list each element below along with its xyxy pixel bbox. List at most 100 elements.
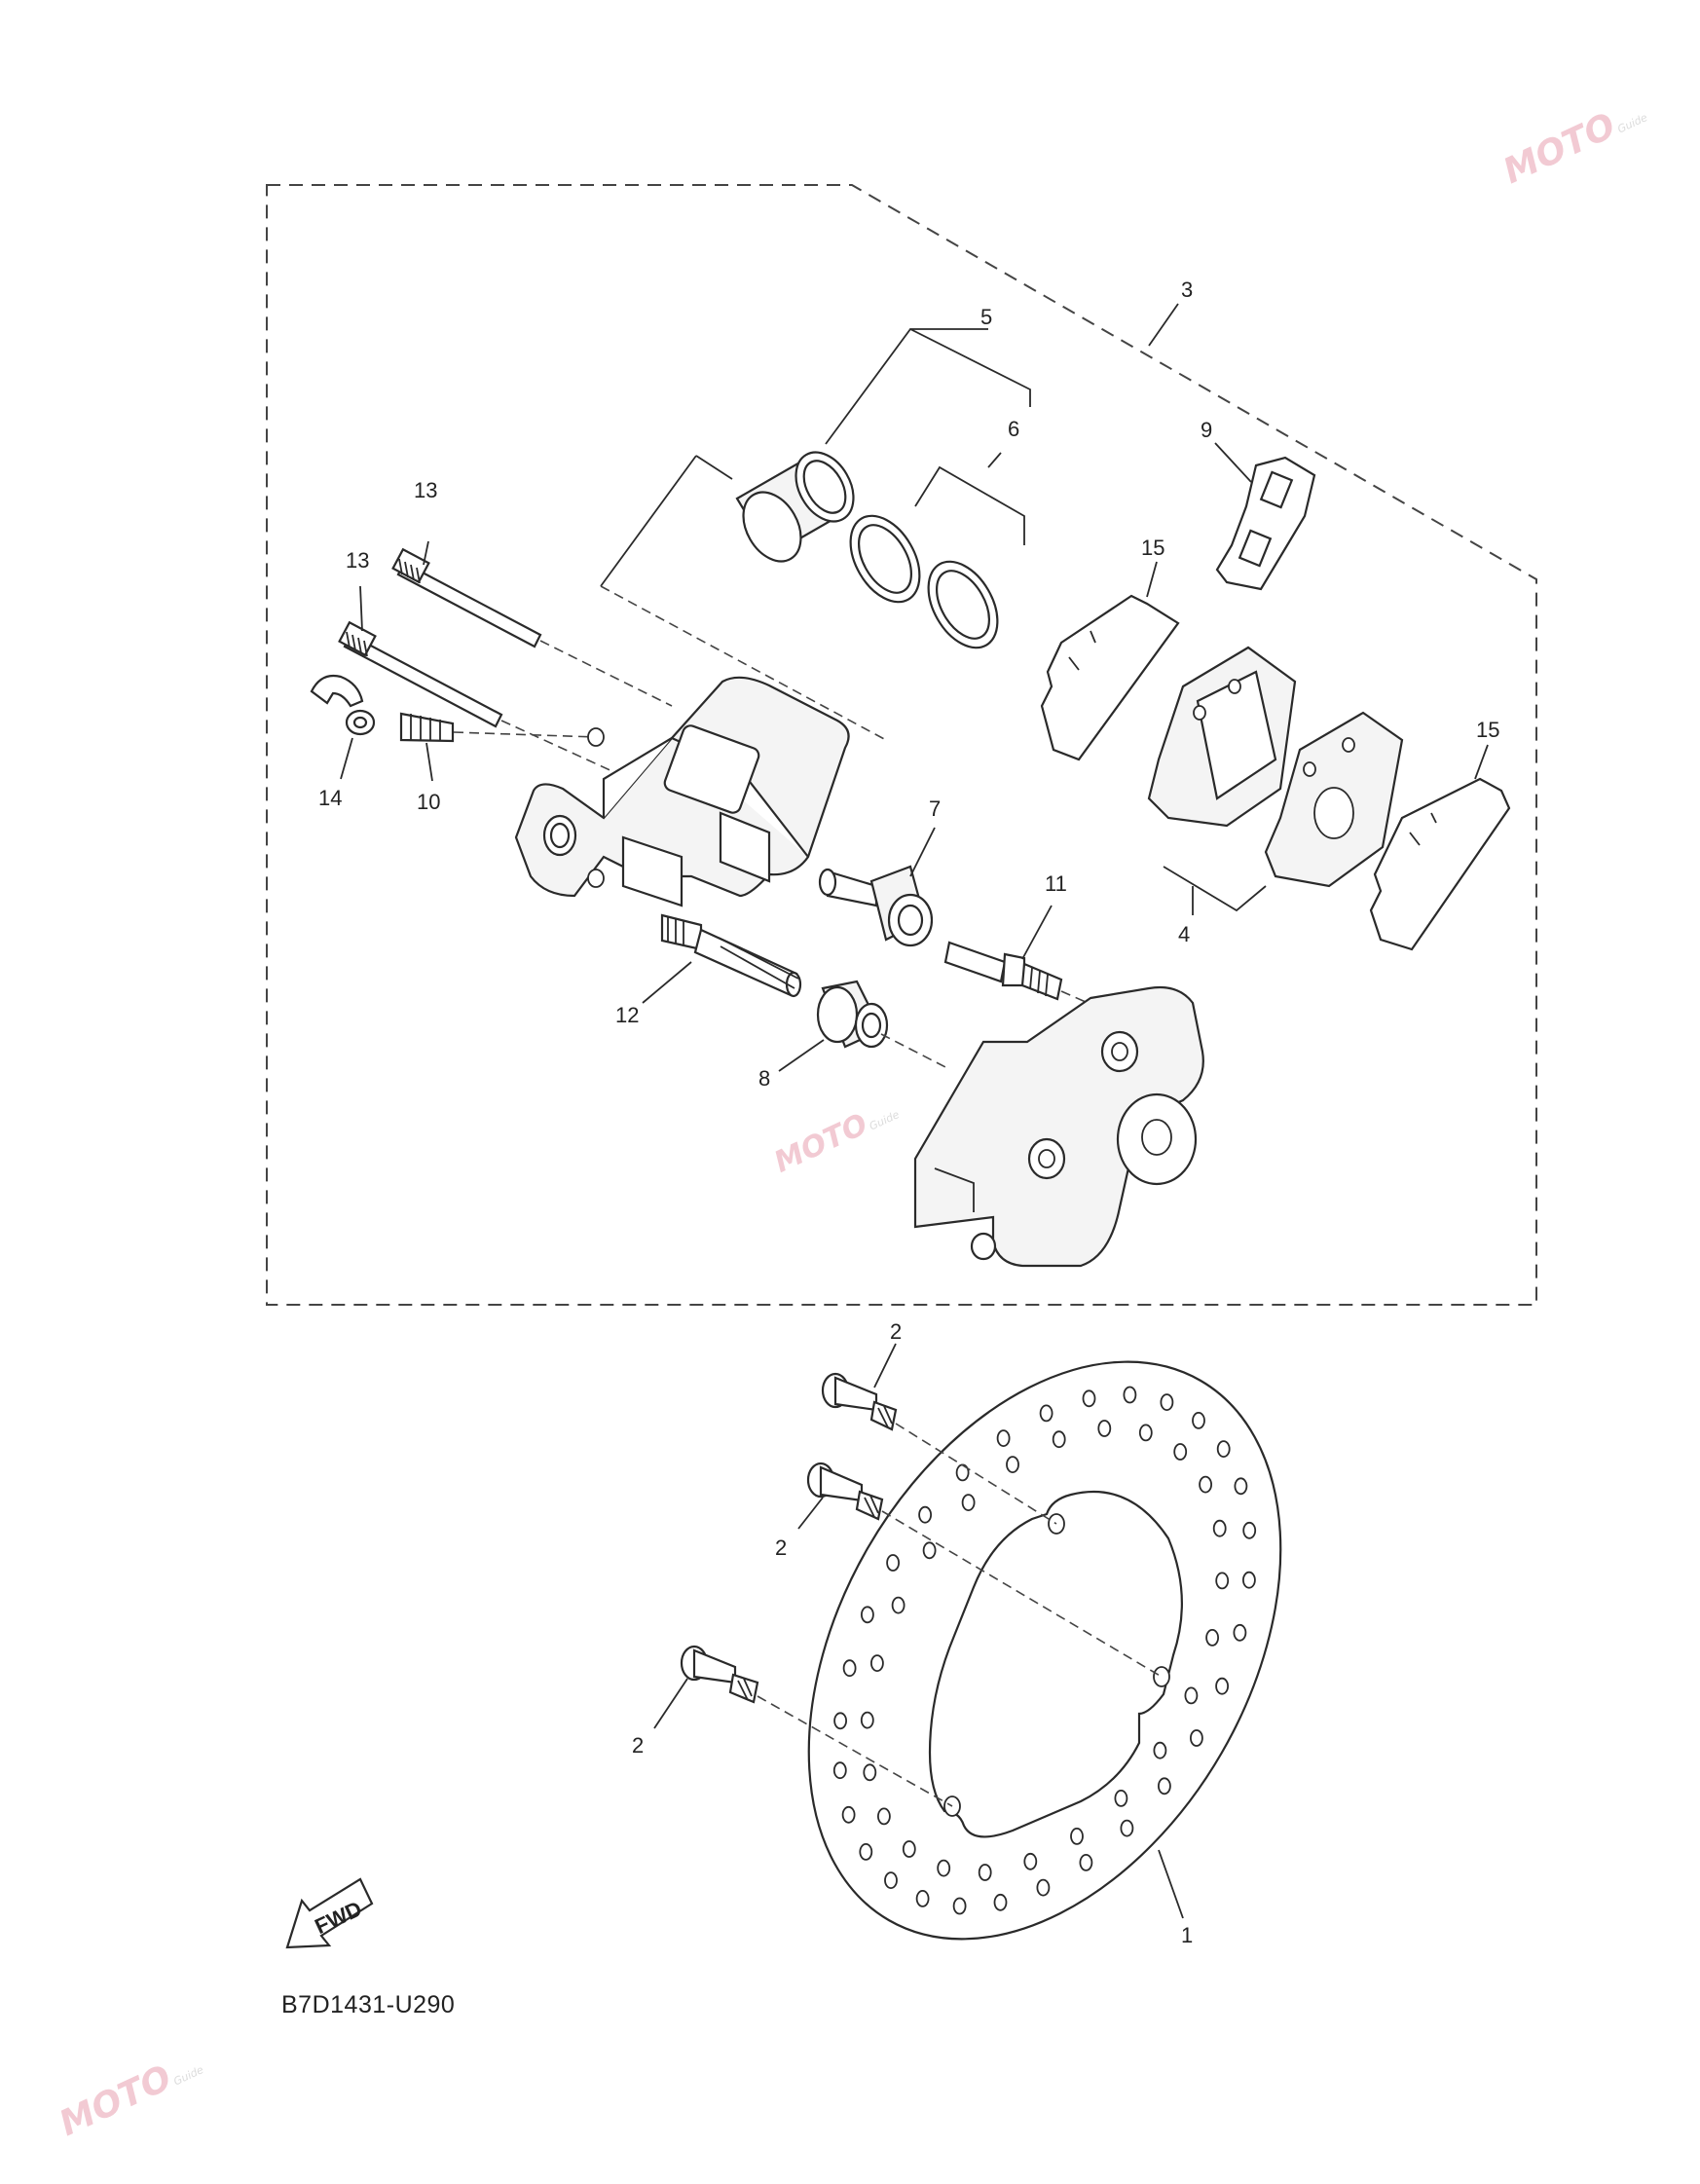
callout-14: 14 [318,786,342,810]
leader-12 [642,961,692,1004]
pad-pin-bolt-upper [391,547,542,648]
pad-shim-outer [1369,777,1511,951]
callout-12: 12 [615,1003,639,1027]
leader-9 [1214,442,1252,483]
disc-vent-hole [886,1554,900,1572]
disc-vent-hole [1173,1443,1188,1461]
fwd-arrow-icon: FWD [285,1877,374,1949]
disc-vent-hole [1160,1393,1174,1411]
bolt-axis-upper [539,640,673,707]
disc-vent-hole [1123,1386,1137,1404]
callout-9: 9 [1201,418,1212,442]
caliper-assembly-boundary [266,184,1537,1306]
disc-vent-hole [993,1893,1008,1911]
leader-2-middle [797,1497,824,1530]
disc-vent-hole [1138,1424,1153,1442]
disc-vent-hole [1190,1729,1203,1747]
disc-vent-hole [1205,1629,1219,1647]
brake-disc-vent-holes [832,1386,1257,1915]
callout-2-lower: 2 [632,1733,644,1758]
bracket-bolt-axis [1060,990,1111,1014]
brake-pad-outer [1264,711,1404,888]
disc-bolt-upper-axis [895,1423,1057,1525]
boot-lower-axis [880,1033,950,1070]
callout-2-upper: 2 [890,1319,902,1344]
leader-8 [778,1039,825,1072]
leader-13-lower [359,585,363,632]
disc-vent-hole [1215,1677,1229,1695]
disc-vent-hole [1120,1819,1134,1837]
callout-11: 11 [1045,871,1067,896]
disc-vent-hole [902,1840,916,1858]
disc-bolt-middle-axis [881,1510,1163,1678]
pad-spring [1215,456,1316,591]
disc-vent-hole [860,1711,874,1729]
disc-vent-hole [1114,1790,1128,1807]
pin-boot-lower [816,980,889,1049]
disc-vent-hole [1233,1623,1247,1642]
pad-group-bracket [1163,866,1267,915]
disc-vent-hole [1082,1389,1096,1408]
disc-vent-hole [1242,1521,1257,1539]
disc-vent-hole [859,1843,873,1861]
disc-vent-hole [1039,1404,1053,1423]
caliper-body [514,676,850,907]
seal-group-leader [600,585,887,741]
disc-vent-hole [1199,1475,1212,1494]
leader-2-lower [653,1678,688,1729]
leader-6 [914,452,1025,545]
disc-vent-hole [1242,1571,1256,1589]
leader-7 [909,827,936,877]
disc-vent-hole [870,1654,884,1672]
leader-3 [1148,303,1179,347]
pad-shim-inner [1040,594,1180,761]
disc-vent-hole [861,1606,874,1624]
disc-vent-hole [922,1541,937,1560]
callout-3: 3 [1181,278,1193,302]
leader-5 [825,327,1031,445]
disc-vent-hole [1184,1686,1199,1705]
leader-1 [1158,1849,1184,1919]
callout-4: 4 [1178,922,1190,946]
disc-bolt-middle [806,1462,884,1521]
disc-vent-hole [1216,1440,1231,1458]
disc-vent-hole [996,1429,1011,1447]
disc-vent-hole [1052,1430,1066,1449]
pin-boot-upper [818,865,934,947]
leader-15-inner [1146,561,1158,598]
brake-pad-inner [1147,646,1297,828]
disc-vent-hole [832,1761,847,1780]
disc-bolt-lower-axis [757,1695,953,1807]
disc-vent-hole [1006,1456,1019,1473]
disc-vent-hole [1079,1854,1093,1871]
disc-vent-hole [891,1596,905,1614]
leader-10 [425,742,433,782]
leader-15-outer [1474,744,1489,780]
pad-pin-bolt-lower [338,620,503,728]
callout-5: 5 [980,305,992,329]
callout-15-inner: 15 [1141,536,1164,560]
disc-vent-hole [937,1859,951,1877]
leader-13-upper [423,540,429,566]
disc-vent-hole [841,1805,856,1824]
disc-vent-hole [884,1871,898,1889]
disc-vent-hole [833,1712,847,1730]
piston-seal-ring [849,514,921,604]
disc-vent-hole [1097,1420,1112,1437]
leader-2-upper [873,1343,897,1388]
leader-11 [1021,905,1053,960]
bleed-screw-cap [310,674,376,736]
bleed-screw [399,712,455,743]
leader-14 [340,737,353,780]
disc-vent-hole [1192,1412,1205,1429]
callout-10: 10 [417,790,440,814]
disc-vent-hole [1158,1777,1171,1795]
brake-piston [735,451,855,563]
disc-vent-hole [1153,1741,1167,1759]
caliper-slide-pin [660,913,802,998]
diagram-code: B7D1431-U290 [281,1991,456,2018]
caliper-bracket [913,985,1204,1268]
disc-bolt-lower [680,1645,759,1704]
callout-1: 1 [1181,1923,1193,1947]
